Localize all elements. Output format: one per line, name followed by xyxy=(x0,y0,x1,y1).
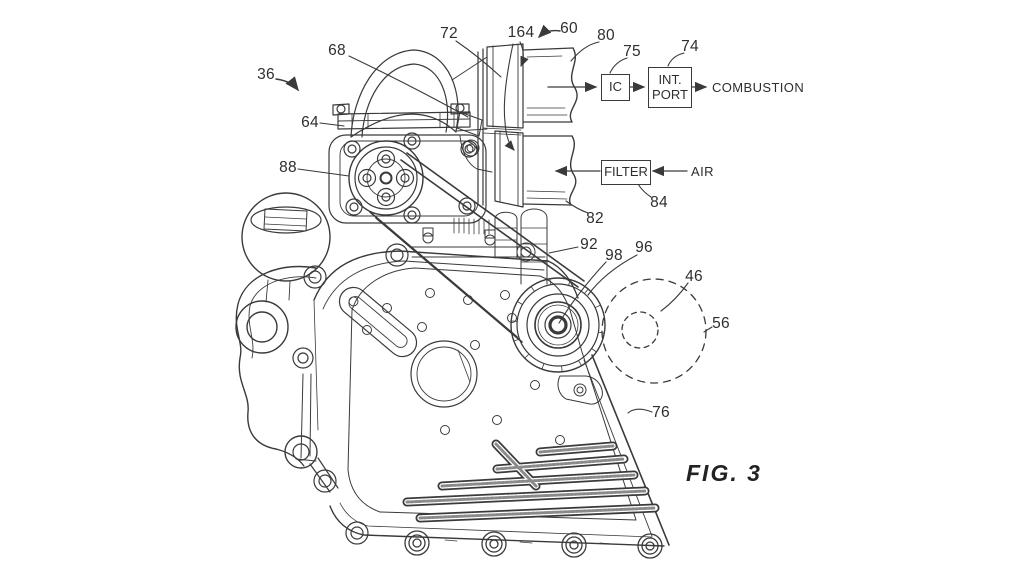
supercharger-pulley xyxy=(348,140,424,216)
ref-label-82: 82 xyxy=(586,210,604,227)
ref-label-76: 76 xyxy=(652,404,670,421)
crank-pulley xyxy=(510,277,606,405)
ref-label-68: 68 xyxy=(328,42,346,59)
housing-bolts xyxy=(343,132,478,224)
ref-label-164: 164 xyxy=(507,24,535,41)
upper-duct xyxy=(477,43,578,206)
ref-label-80: 80 xyxy=(597,27,615,44)
int-port-box: INT. PORT xyxy=(648,67,692,108)
cylinder-top-details xyxy=(411,208,548,285)
hidden-clutch-circles xyxy=(601,278,707,384)
drive-belt xyxy=(369,152,585,343)
ref-label-60: 60 xyxy=(560,20,578,37)
throttle-body xyxy=(451,56,493,173)
intake-dome xyxy=(350,49,459,138)
ref-label-88: 88 xyxy=(279,159,297,176)
cover-ribs xyxy=(402,439,660,523)
ref-label-64: 64 xyxy=(301,114,319,131)
ref-label-98: 98 xyxy=(605,247,623,264)
filter-box: FILTER xyxy=(601,160,651,185)
adjuster-slot xyxy=(338,286,418,358)
ref-label-84: 84 xyxy=(650,194,668,211)
ref-label-74: 74 xyxy=(681,38,699,55)
ic-box: IC xyxy=(601,74,630,101)
lower-duct xyxy=(494,130,577,208)
int-port-line1: INT. xyxy=(658,71,682,87)
bottom-bolts xyxy=(404,530,663,559)
int-port-line2: PORT xyxy=(652,86,688,102)
combustion-label: COMBUSTION xyxy=(712,80,805,95)
ic-box-label: IC xyxy=(609,79,622,95)
ref-label-75: 75 xyxy=(623,43,641,60)
cover-bolt-holes xyxy=(362,288,565,445)
ref-label-56: 56 xyxy=(712,315,730,332)
ref-label-92: 92 xyxy=(580,236,598,253)
oil-filler-cap xyxy=(241,192,331,303)
air-label: AIR xyxy=(691,164,714,179)
supercharger-housing xyxy=(328,132,487,224)
ref-label-36: 36 xyxy=(257,66,275,83)
figure-caption: FIG. 3 xyxy=(686,460,762,486)
engine-case xyxy=(303,243,670,547)
ref-label-72: 72 xyxy=(440,25,458,42)
front-mount-bracket xyxy=(235,265,369,545)
pulley-rim-ticks xyxy=(510,278,605,373)
ref-label-96: 96 xyxy=(635,239,653,256)
leader-lines xyxy=(275,24,713,414)
cover-opening xyxy=(410,340,478,408)
mounting-plate xyxy=(332,103,471,130)
ref-label-46: 46 xyxy=(685,268,703,285)
flow-arrows xyxy=(547,81,708,177)
filter-box-label: FILTER xyxy=(604,164,648,180)
